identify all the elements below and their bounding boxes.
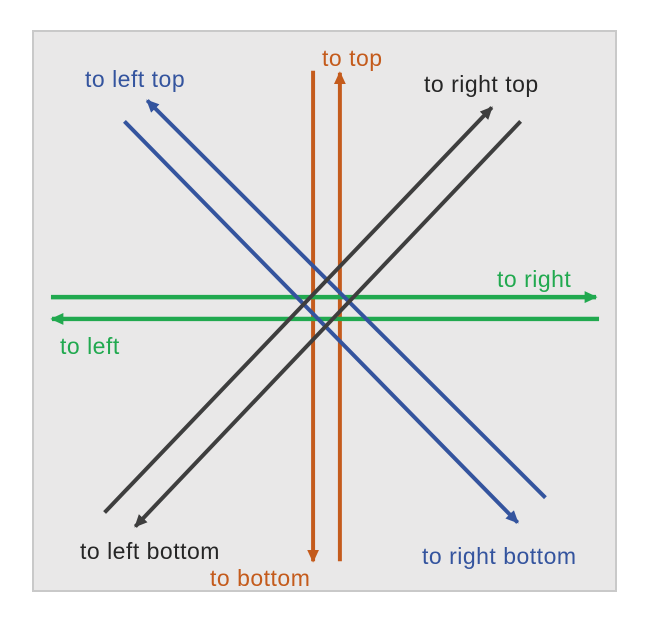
to-right-top-arrow <box>103 106 494 514</box>
arrows-canvas <box>50 70 600 563</box>
label-to-left-bottom: to left bottom <box>80 538 220 564</box>
label-to-top: to top <box>322 45 383 71</box>
label-to-right-bottom: to right bottom <box>422 543 577 569</box>
label-to-right: to right <box>497 266 572 292</box>
label-to-left-top: to left top <box>85 66 186 92</box>
diagram-box: to top to left top to right top to right… <box>32 30 617 592</box>
label-to-left: to left <box>60 333 120 359</box>
label-to-bottom: to bottom <box>210 565 311 591</box>
to-left-top-arrow <box>145 99 547 500</box>
to-left-bottom-arrow <box>133 119 523 528</box>
to-right-bottom-arrow <box>123 119 520 524</box>
label-to-right-top: to right top <box>424 71 539 97</box>
